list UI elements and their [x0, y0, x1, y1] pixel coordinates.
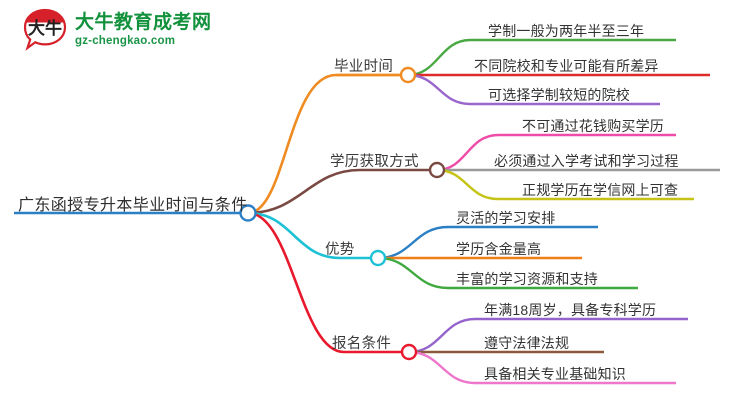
mindmap-branch-graduation-time[interactable]: 毕业时间	[334, 59, 394, 75]
logo-mark-icon: 大牛	[22, 8, 68, 52]
mindmap-leaf-item[interactable]: 学历含金量高	[456, 241, 542, 257]
mindmap-leaf-item[interactable]: 年满18周岁，具备专科学历	[484, 302, 657, 318]
mindmap-leaf-item[interactable]: 具备相关专业基础知识	[484, 366, 626, 382]
logo-site-url: gz-chengkao.com	[75, 34, 176, 47]
mindmap-leaf-item[interactable]: 可选择学制较短的院校	[488, 87, 630, 103]
mindmap-leaf-item[interactable]: 学制一般为两年半至三年	[488, 23, 645, 39]
mindmap-leaf-item[interactable]: 丰富的学习资源和支持	[456, 271, 598, 287]
mindmap-branch-degree-acquisition[interactable]: 学历获取方式	[330, 154, 419, 170]
mindmap-leaf-item[interactable]: 不同院校和专业可能有所差异	[474, 58, 659, 74]
mindmap-branch-application-requirements[interactable]: 报名条件	[332, 336, 392, 352]
mindmap-leaf-item[interactable]: 必须通过入学考试和学习过程	[494, 153, 679, 169]
logo-brand-name: 大牛教育成考网	[75, 11, 212, 33]
site-logo: 大牛 大牛教育成考网 gz-chengkao.com	[22, 8, 212, 52]
mindmap-leaf-item[interactable]: 遵守法律法规	[484, 335, 570, 351]
svg-text:大牛: 大牛	[28, 18, 62, 38]
mindmap-leaf-item[interactable]: 不可通过花钱购买学历	[522, 118, 664, 134]
mindmap-branch-advantages[interactable]: 优势	[325, 242, 355, 258]
mindmap-leaf-item[interactable]: 灵活的学习安排	[456, 210, 556, 226]
mindmap-root-node[interactable]: 广东函授专升本毕业时间与条件	[18, 197, 248, 214]
mindmap-leaf-item[interactable]: 正规学历在学信网上可查	[522, 182, 679, 198]
